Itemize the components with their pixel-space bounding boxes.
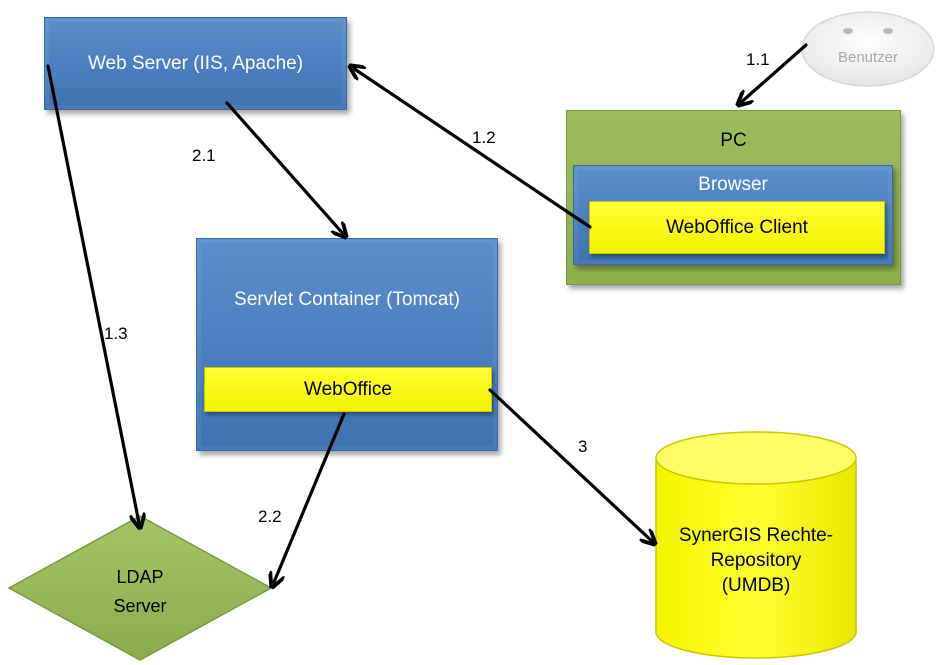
edge-2-2-arrow xyxy=(272,412,346,587)
repository-label-line1: SynerGIS Rechte- xyxy=(679,525,833,546)
user-eye-left-icon xyxy=(843,28,853,34)
edge-3-arrow xyxy=(488,388,655,544)
edge-2-1-arrow xyxy=(225,101,346,237)
weboffice-client-label: WebOffice Client xyxy=(666,216,808,238)
user-node: Benutzer xyxy=(801,11,935,87)
ldap-label-line2: Server xyxy=(113,596,166,616)
repository-label-line3: (UMDB) xyxy=(722,575,791,596)
user-label: Benutzer xyxy=(838,49,898,66)
edge-2-2-label: 2.2 xyxy=(258,507,282,526)
weboffice-module: WebOffice xyxy=(204,367,492,412)
repository-node: SynerGIS Rechte- Repository (UMDB) xyxy=(655,431,857,659)
edge-1-2-label: 1.2 xyxy=(472,128,496,147)
edge-1-2-arrow xyxy=(350,66,592,229)
edge-1-3-label: 1.3 xyxy=(104,324,128,343)
edge-2-1-label: 2.1 xyxy=(192,146,216,165)
browser-label: Browser xyxy=(698,174,768,195)
weboffice-client-node: WebOffice Client xyxy=(589,201,885,254)
ldap-label-line1: LDAP xyxy=(116,567,163,587)
servlet-container-node: Servlet Container (Tomcat) xyxy=(196,238,498,451)
edge-1-3-arrow xyxy=(46,64,140,528)
weboffice-module-label: WebOffice xyxy=(303,378,392,400)
web-server-label: Web Server (IIS, Apache) xyxy=(87,52,304,74)
user-eye-right-icon xyxy=(883,28,893,34)
edge-1-1-arrow xyxy=(738,43,808,105)
edge-3-label: 3 xyxy=(578,437,588,456)
servlet-container-label: Servlet Container (Tomcat) xyxy=(234,289,460,310)
web-server-node: Web Server (IIS, Apache) xyxy=(44,17,347,110)
ldap-server-node: LDAP Server xyxy=(7,515,273,661)
pc-label: PC xyxy=(720,130,747,151)
repository-label-line2: Repository xyxy=(711,550,802,571)
edge-1-1-label: 1.1 xyxy=(746,50,770,69)
